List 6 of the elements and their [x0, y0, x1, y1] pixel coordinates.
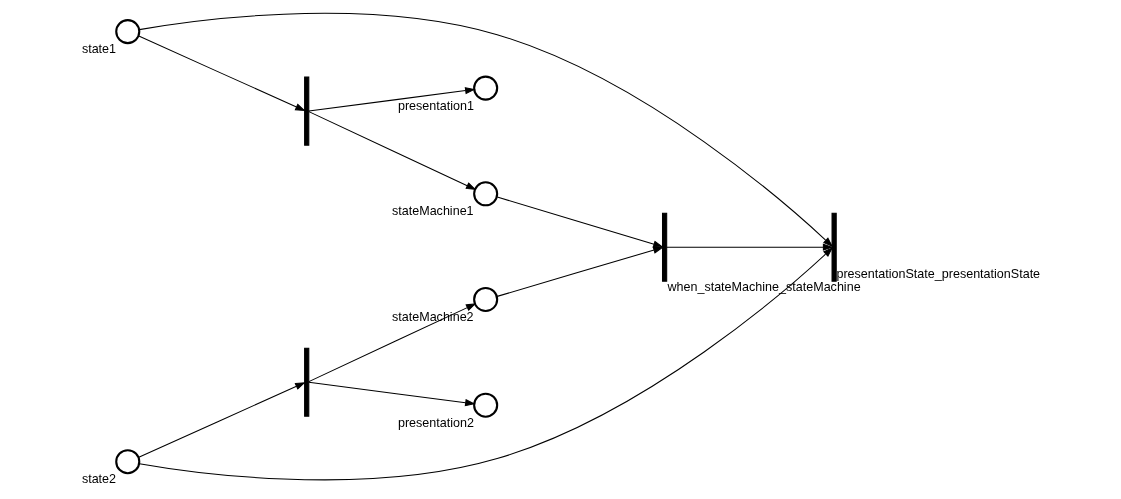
node-label: stateMachine1	[391, 203, 474, 218]
node-label: state2	[81, 471, 116, 486]
node-label: presentationState_presentationState	[835, 266, 1040, 281]
node-label: presentation2	[397, 415, 474, 430]
node-label: presentation1	[397, 98, 474, 113]
node-label: state1	[81, 41, 116, 56]
